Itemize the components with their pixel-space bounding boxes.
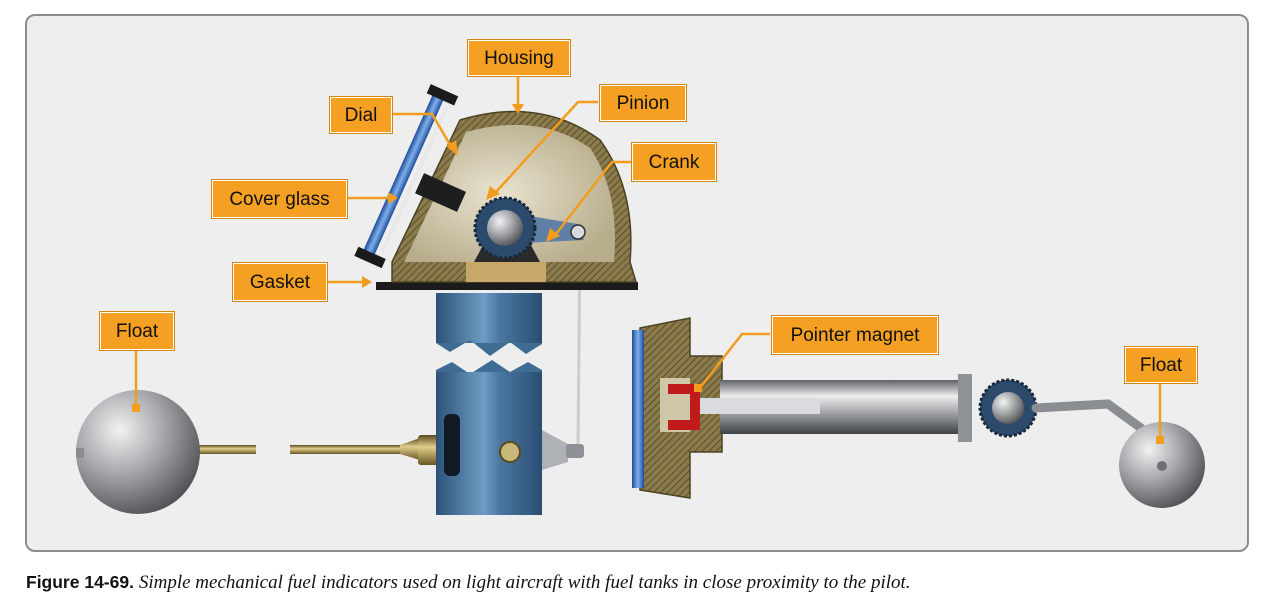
leader-dial-arrow (446, 140, 458, 156)
right-indicator-assembly (632, 317, 1205, 508)
float-ball-screw (76, 448, 84, 458)
label-cover-glass: Cover glass (212, 180, 347, 218)
crank-assembly (473, 196, 586, 260)
label-housing: Housing (468, 40, 570, 76)
right-gear-hub (992, 392, 1024, 424)
leader-pinion-arrow (486, 186, 500, 200)
shaft-break-upper (436, 340, 542, 356)
float-rod-right-segment (290, 445, 402, 454)
leader-crank-arrow (546, 228, 560, 242)
tube-end-collar (958, 374, 972, 442)
gasket-plate (376, 282, 638, 290)
label-pointer-magnet: Pointer magnet (772, 316, 938, 354)
leader-dial (392, 112, 454, 149)
label-gasket: Gasket (233, 263, 327, 301)
leader-pinion (495, 100, 598, 193)
cover-glass (363, 93, 444, 256)
left-float-assembly (76, 390, 444, 514)
right-cover-glass (632, 330, 644, 488)
dial-stack (354, 84, 467, 269)
shaft-upper (436, 293, 542, 343)
pointer-magnet (668, 384, 700, 430)
float-ball-right-screw (1157, 461, 1167, 471)
leader-gasket-arrow (362, 276, 372, 288)
leader-housing-arrow (512, 104, 524, 114)
gear-hub (487, 210, 523, 246)
label-float-left: Float (100, 312, 174, 350)
float-ball-left (76, 390, 200, 514)
leader-float-left-dot (132, 404, 140, 412)
shaft-slot (444, 414, 460, 476)
figure-caption: Figure 14-69. Simple mechanical fuel ind… (26, 572, 1266, 594)
float-rod-left (196, 445, 256, 454)
leader-crank (555, 160, 632, 235)
label-crank: Crank (632, 143, 716, 181)
wire-clamp (566, 444, 584, 458)
leader-pointer-magnet (699, 332, 770, 389)
label-pinion: Pinion (600, 85, 686, 121)
shaft-break-lower (436, 360, 542, 374)
bezel-top (426, 84, 459, 106)
shaft-screw (499, 441, 521, 463)
label-float-right: Float (1125, 347, 1197, 383)
caption-label: Figure 14-69. (26, 572, 134, 592)
bezel-bottom (354, 246, 386, 269)
pinion-shaft (415, 173, 467, 212)
label-dial: Dial (330, 97, 392, 133)
leader-float-right-dot (1156, 436, 1164, 444)
leader-lines (132, 76, 1164, 444)
shaft-bracket (542, 430, 568, 470)
housing-base-block (466, 262, 546, 282)
rod-taper (400, 438, 420, 460)
leader-pointer-magnet-dot (694, 384, 702, 392)
caption-text: Simple mechanical fuel indicators used o… (138, 572, 911, 593)
tube-shaft (700, 398, 820, 414)
crank-pivot (570, 224, 586, 240)
leader-cover-glass-arrow (388, 192, 398, 204)
dial-face (380, 105, 449, 254)
